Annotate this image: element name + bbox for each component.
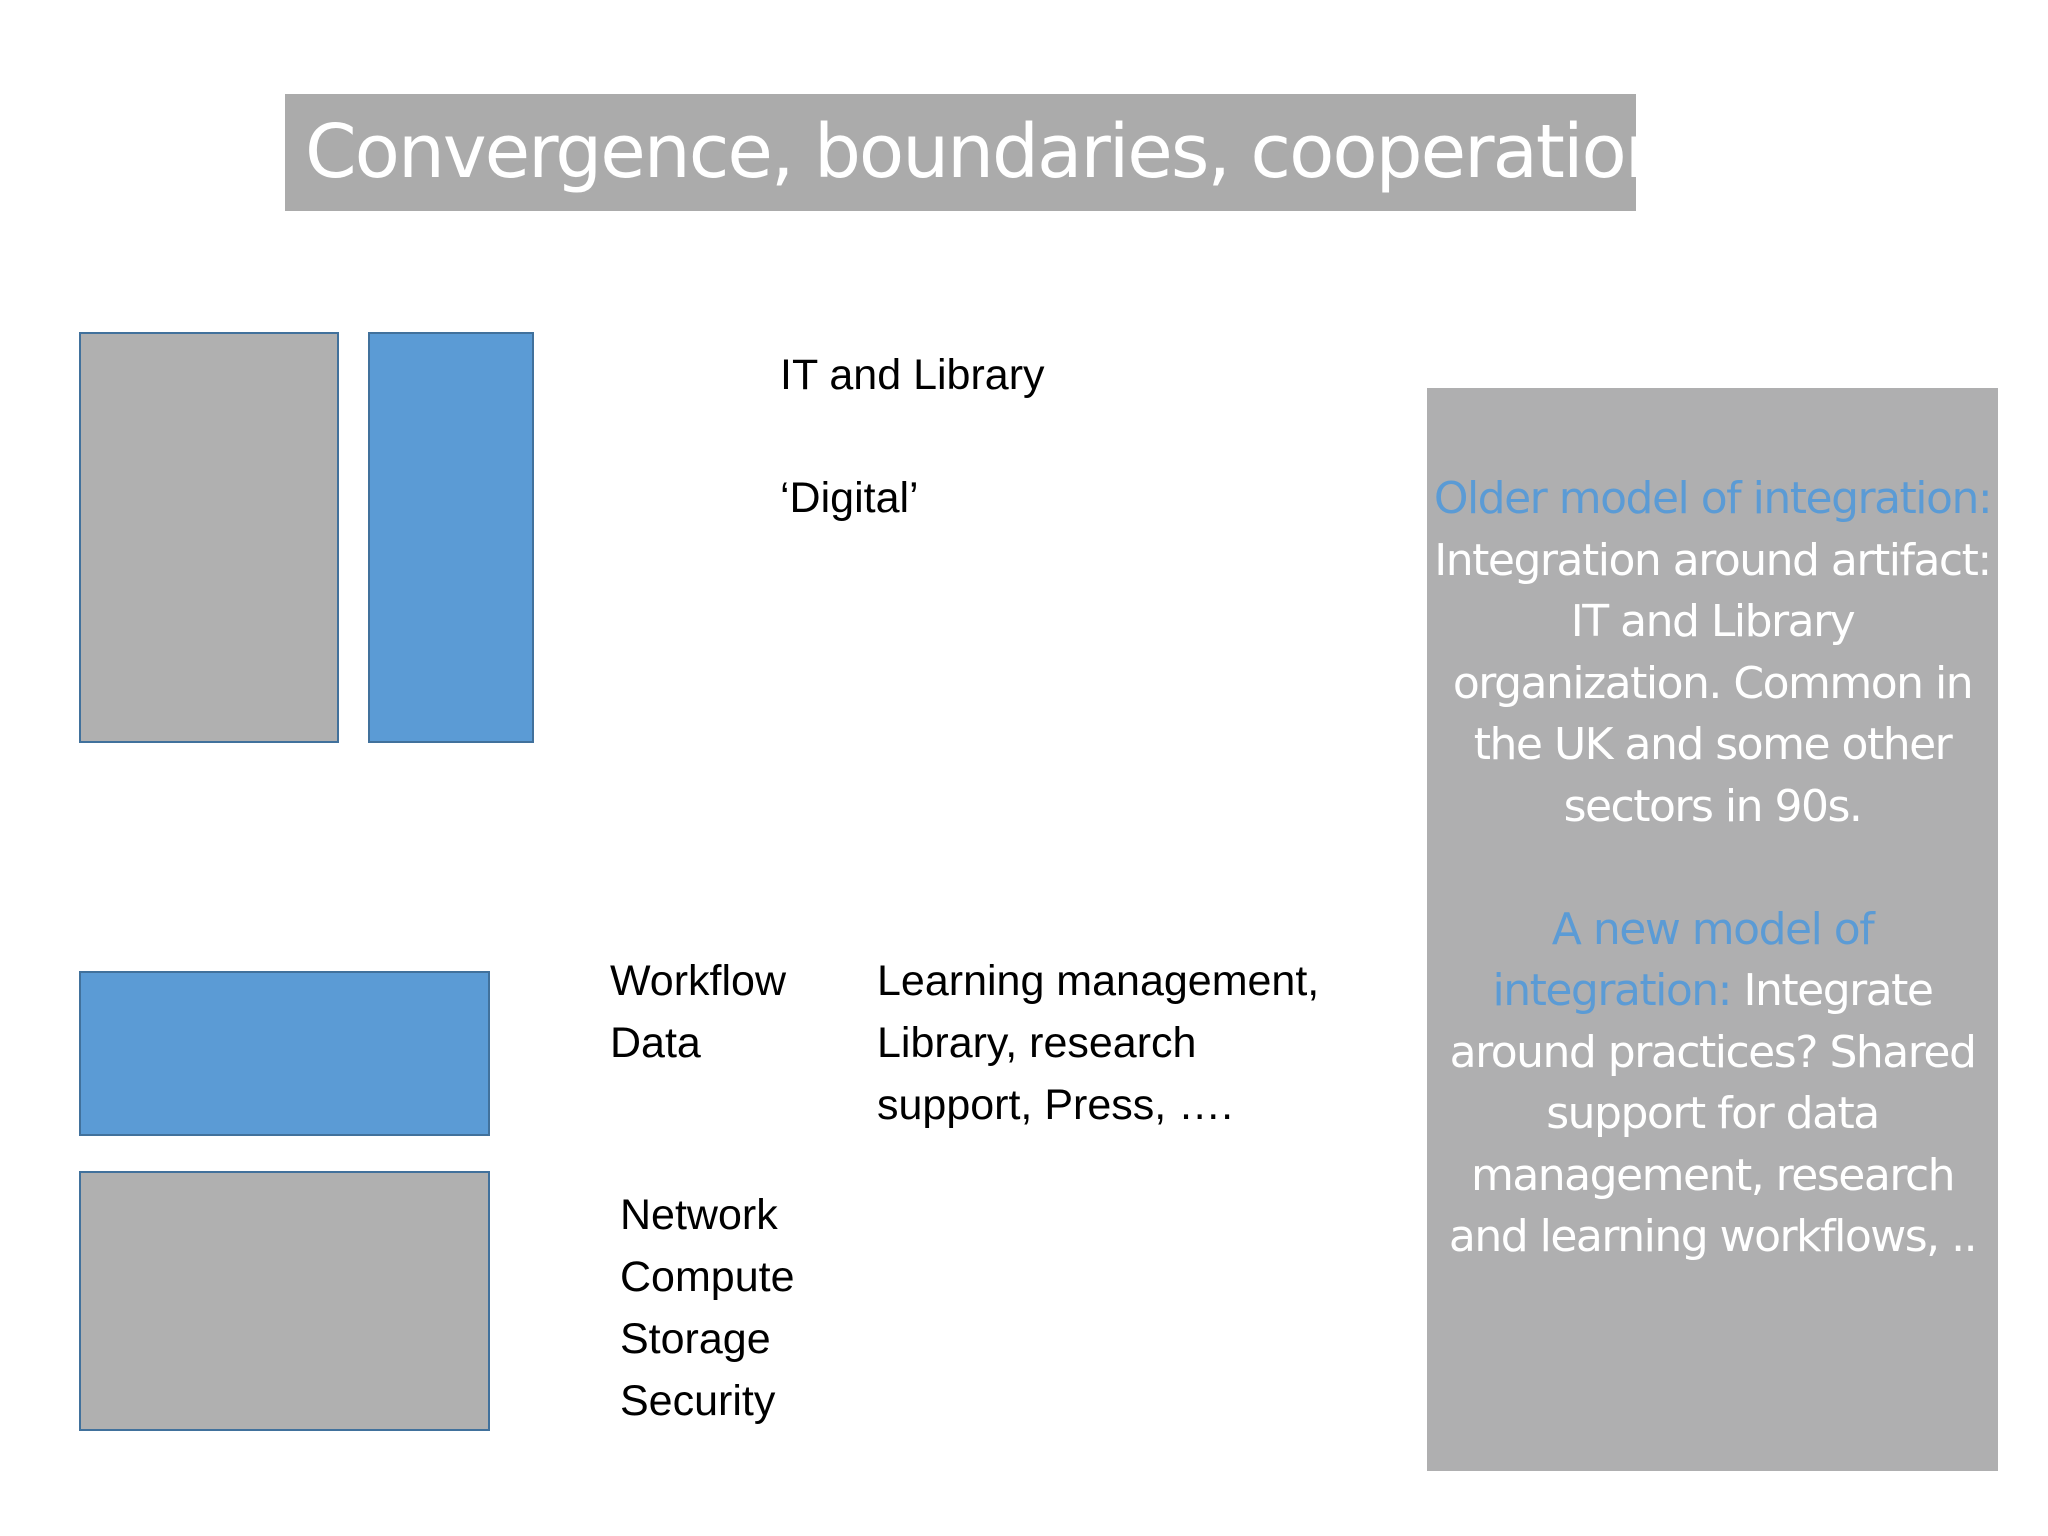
infrastructure-block [79,1171,490,1431]
side-panel [1427,388,1998,1471]
data-label: Data [610,1019,701,1067]
workflow-data-block [79,971,490,1136]
security-label: Security [620,1377,776,1425]
new-model-label: A new model of integration: [1492,903,1874,1017]
digital-label: ‘Digital’ [780,474,919,522]
new-model-text: Integrate around practices? Shared suppo… [1448,965,1978,1262]
services-line-3: support, Press, …. [877,1081,1234,1129]
storage-label: Storage [620,1315,771,1363]
library-block [368,332,534,743]
services-labels: Learning management, Library, research s… [877,950,1319,1136]
older-model-paragraph: Older model of integration: Integration … [1432,468,1993,837]
older-model-text: Integration around artifact: IT and Libr… [1434,534,1992,832]
slide-title: Convergence, boundaries, cooperation [305,109,1672,195]
workflow-label: Workflow [610,957,787,1005]
it-block [79,332,339,743]
older-model-label: Older model of integration: [1433,473,1993,524]
network-label: Network [620,1191,778,1239]
workflow-data-labels: Workflow Data [610,950,786,1074]
paragraph-gap [1432,837,1993,899]
infrastructure-labels: Network Compute Storage Security [620,1184,794,1432]
side-panel-text: Older model of integration: Integration … [1432,468,1993,1268]
compute-label: Compute [620,1253,795,1301]
title-banner [285,94,1636,211]
new-model-paragraph: A new model of integration: Integrate ar… [1432,899,1993,1268]
services-line-1: Learning management, [877,957,1320,1005]
it-and-library-label: IT and Library [780,351,1045,399]
services-line-2: Library, research [877,1019,1197,1067]
